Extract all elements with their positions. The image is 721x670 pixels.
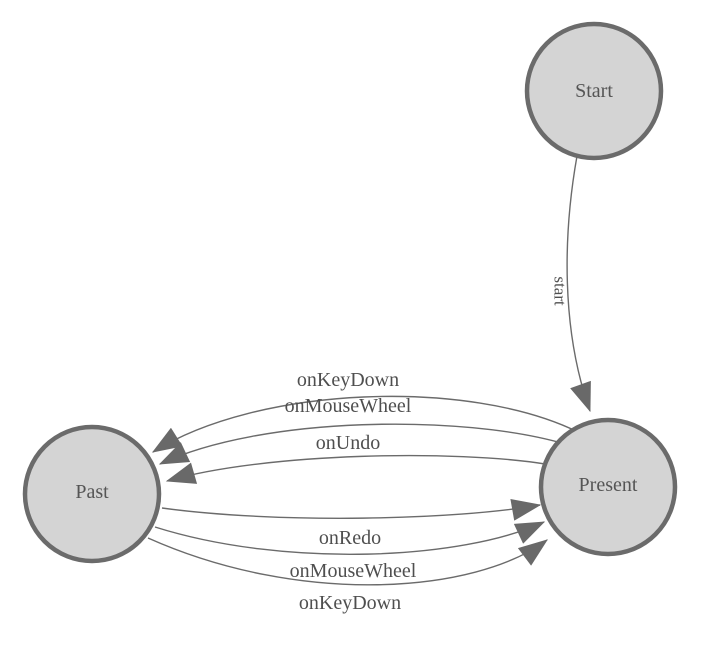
- edge-onUndo-to-past-label: onUndo: [316, 432, 380, 454]
- state-label-start: Start: [575, 80, 613, 102]
- edge-onMouseWheel-to-present: onMouseWheel: [154, 521, 546, 582]
- state-label-present: Present: [579, 474, 638, 496]
- edge-onMouseWheel-to-past-path[interactable]: [158, 423, 566, 465]
- edge-onKeyDown-to-past-path[interactable]: [151, 395, 579, 453]
- edge-start-to-present-path[interactable]: [566, 155, 591, 413]
- edge-onMouseWheel-to-present-path[interactable]: [154, 521, 546, 555]
- edge-onKeyDown-to-present-label: onKeyDown: [299, 592, 401, 614]
- edge-onMouseWheel-to-present-label: onMouseWheel: [290, 560, 417, 582]
- edge-onKeyDown-to-present: onKeyDown: [147, 537, 548, 614]
- node-present: Present: [538, 417, 678, 557]
- edge-onKeyDown-to-past: onKeyDown: [151, 369, 579, 453]
- edge-onMouseWheel-to-past: onMouseWheel: [158, 395, 566, 465]
- state-circle-present[interactable]: [538, 417, 678, 557]
- edge-start-to-present-label: start: [551, 276, 570, 306]
- state-circle-start[interactable]: [524, 21, 664, 161]
- edge-onRedo-to-present-label: onRedo: [319, 527, 381, 549]
- edge-onRedo-to-present: onRedo: [161, 499, 542, 549]
- edge-onKeyDown-to-present-path[interactable]: [147, 537, 548, 586]
- edge-onRedo-to-present-path[interactable]: [161, 499, 542, 521]
- edge-start-to-present: start: [551, 155, 591, 413]
- edge-onKeyDown-to-past-label: onKeyDown: [297, 369, 399, 391]
- edge-onMouseWheel-to-past-label: onMouseWheel: [285, 395, 412, 417]
- edge-onUndo-to-past: onUndo: [165, 432, 546, 484]
- state-circle-past[interactable]: [22, 424, 162, 564]
- node-start: Start: [524, 21, 664, 161]
- state-label-past: Past: [75, 481, 109, 503]
- node-past: Past: [22, 424, 162, 564]
- edge-onUndo-to-past-path[interactable]: [165, 454, 546, 484]
